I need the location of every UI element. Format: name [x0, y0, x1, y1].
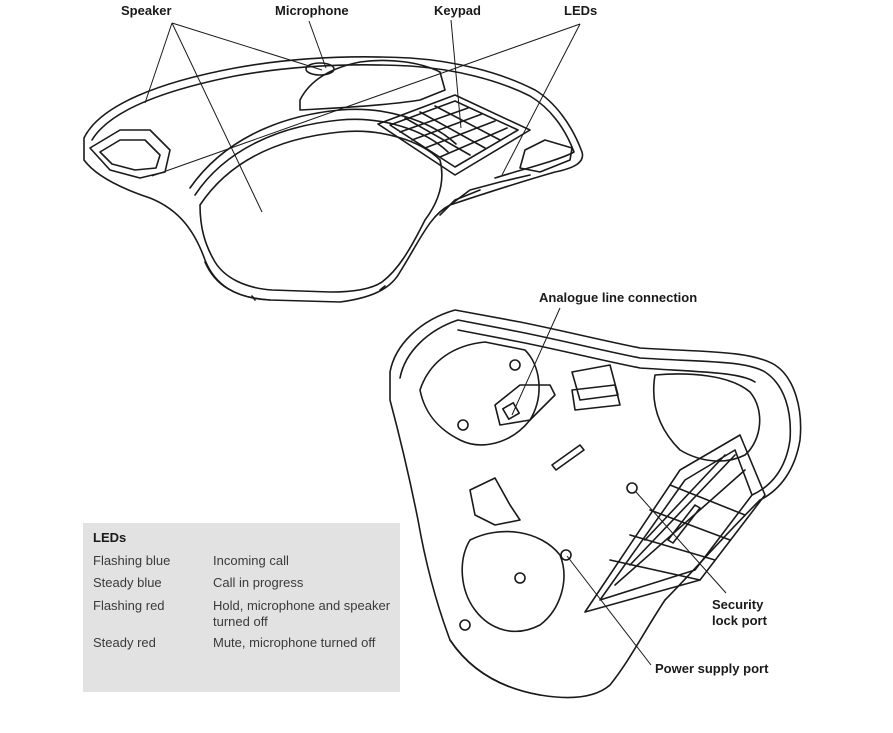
label-speaker: Speaker [121, 3, 172, 18]
phone-top-view [83, 56, 584, 303]
led-meaning: Mute, microphone turned off [213, 635, 376, 650]
led-legend-panel: LEDs Flashing blue Incoming call Steady … [83, 523, 400, 692]
label-keypad: Keypad [434, 3, 481, 18]
label-leds: LEDs [564, 3, 598, 18]
led-state: Flashing blue [93, 553, 171, 568]
led-meaning: Hold, microphone and speaker turned off [213, 598, 391, 629]
cable-cover [584, 434, 766, 613]
led-state: Steady blue [93, 575, 162, 590]
led-legend-title: LEDs [93, 530, 127, 545]
led-meaning: Call in progress [213, 575, 304, 590]
led-state: Flashing red [93, 598, 165, 613]
keypad-grid [377, 94, 531, 176]
led-state: Steady red [93, 635, 156, 650]
led-meaning: Incoming call [213, 553, 289, 568]
label-power-supply-port: Power supply port [655, 661, 769, 676]
label-security-lock-port: Security lock port [712, 597, 767, 628]
label-analogue-line: Analogue line connection [539, 290, 698, 305]
phone-bottom-view [389, 309, 802, 699]
label-microphone: Microphone [275, 3, 349, 18]
